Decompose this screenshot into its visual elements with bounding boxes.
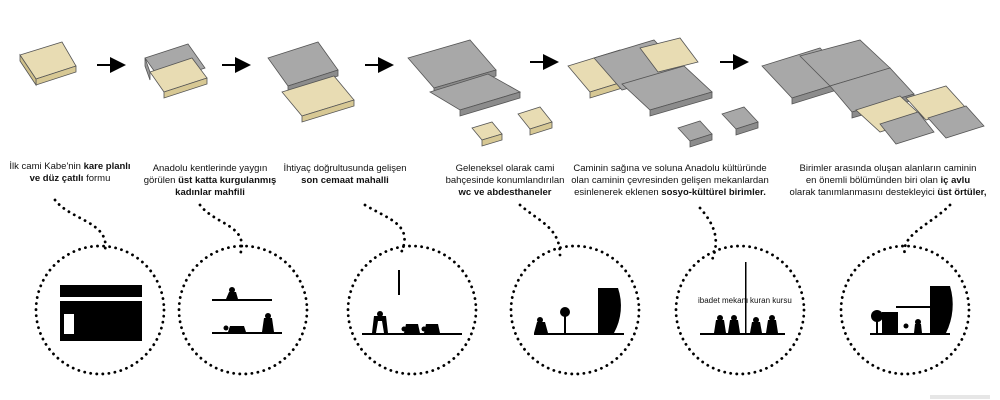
ablution-icon xyxy=(534,288,624,335)
caption-text: olarak tanımlanmasını destekleyici xyxy=(789,187,938,198)
caption-step-6: Birimler arasında oluşan alanların camin… xyxy=(782,163,994,199)
caption-text: esinlenerek eklenen xyxy=(574,187,662,198)
caption-text: Anadolu kentlerinde yaygın xyxy=(152,163,268,174)
prayer-icon xyxy=(362,270,462,335)
circle-4 xyxy=(509,244,641,376)
leader-5 xyxy=(698,206,718,262)
caption-bold: kadınlar mahfili xyxy=(175,187,245,198)
circle-2 xyxy=(177,244,309,376)
model-1-kaaba-form xyxy=(19,41,77,87)
caption-bold: kare planlı xyxy=(83,161,131,172)
caption-bold: üst katta kurgulanmış xyxy=(178,175,277,186)
caption-step-1: İlk cami Kabe'nin kare planlı ve düz çat… xyxy=(0,161,140,185)
label-ibadet: ibadet mekanı xyxy=(698,296,749,305)
caption-bold: iç avlu xyxy=(940,175,971,186)
caption-step-2: Anadolu kentlerinde yaygın görülen üst k… xyxy=(130,163,290,199)
model-5-socio-cultural xyxy=(567,37,759,148)
kaaba-icon xyxy=(60,285,142,341)
model-3-last-congregation xyxy=(267,41,355,123)
caption-step-3: İhtiyaç doğrultusunda gelişen son cemaat… xyxy=(270,163,420,187)
caption-bold: ve düz çatılı xyxy=(29,173,84,184)
caption-text: İlk cami Kabe'nin xyxy=(9,161,84,172)
courtyard-cover-icon xyxy=(870,286,953,335)
footer-mark xyxy=(930,395,990,399)
caption-bold: wc ve abdesthaneler xyxy=(458,187,552,198)
circle-6 xyxy=(839,244,971,376)
model-2-women-gallery xyxy=(144,43,208,99)
caption-bold: son cemaat mahalli xyxy=(301,175,389,186)
circle-1 xyxy=(34,244,166,376)
caption-text: en önemli bölümünden biri olan xyxy=(805,175,941,186)
caption-text: Birimler arasında oluşan alanların camin… xyxy=(799,163,977,174)
leader-4 xyxy=(518,203,562,257)
leader-1 xyxy=(53,198,107,252)
circle-3 xyxy=(346,244,478,376)
caption-text: formu xyxy=(83,173,111,184)
caption-text: Geleneksel olarak cami xyxy=(455,163,555,174)
circle-5 xyxy=(674,244,806,376)
caption-step-4: Geleneksel olarak cami bahçesinde konuml… xyxy=(430,163,580,199)
caption-bold: sosyo-kültürel birimler. xyxy=(661,187,766,198)
caption-bold: üst örtüler, xyxy=(937,187,987,198)
caption-text: olan caminin çevresinden gelişen mekanla… xyxy=(571,175,769,186)
label-kuran-kursu: kuran kursu xyxy=(750,296,792,305)
women-gallery-icon xyxy=(212,287,282,334)
caption-text: bahçesinde konumlandırılan xyxy=(445,175,565,186)
model-4-wc-ablution xyxy=(407,39,553,147)
caption-text: görülen xyxy=(143,175,179,186)
caption-text: Caminin sağına ve soluna Anadolu kültürü… xyxy=(573,163,767,174)
study-area-icon xyxy=(700,262,785,335)
leader-6 xyxy=(903,203,952,257)
caption-step-5: Caminin sağına ve soluna Anadolu kültürü… xyxy=(560,163,780,199)
caption-text: İhtiyaç doğrultusunda gelişen xyxy=(283,163,407,174)
model-6-courtyard-cover xyxy=(761,39,985,145)
